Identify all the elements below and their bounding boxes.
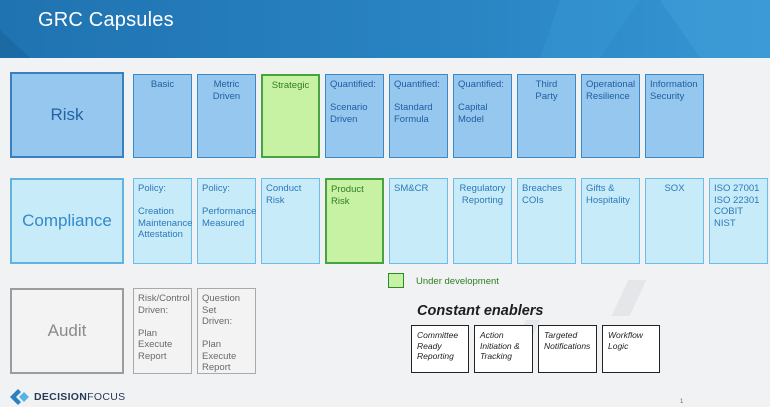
- risk-capsule-strategic: Strategic: [261, 74, 320, 158]
- enabler-committee-reporting: Committee Ready Reporting: [411, 325, 469, 373]
- compliance-capsule-gifts-hospitality: Gifts & Hospitality: [581, 178, 640, 264]
- compliance-capsule-policy-creation: Policy: Creation Maintenance Attestation: [133, 178, 192, 264]
- risk-capsule-metric-driven: Metric Driven: [197, 74, 256, 158]
- audit-capsule-question-set: Question Set Driven: Plan Execute Report: [197, 288, 256, 374]
- page-title: GRC Capsules: [38, 9, 174, 31]
- risk-capsule-operational-resilience: Operational Resilience: [581, 74, 640, 158]
- page-number: 1: [680, 399, 684, 405]
- header-decoration: [0, 0, 770, 58]
- compliance-capsule-regulatory-reporting: Regulatory Reporting: [453, 178, 512, 264]
- row-label-compliance: Compliance: [10, 178, 124, 264]
- row-label-audit: Audit: [10, 288, 124, 374]
- compliance-capsule-smcr: SM&CR: [389, 178, 448, 264]
- company-logo-text: DECISIONFOCUS: [34, 391, 125, 403]
- risk-capsule-capital-model: Quantified: Capital Model: [453, 74, 512, 158]
- legend-label: Under development: [416, 276, 499, 287]
- enabler-action-tracking: Action Initiation & Tracking: [474, 325, 533, 373]
- enablers-title: Constant enablers: [417, 303, 544, 319]
- decision-focus-logo-icon: [10, 389, 29, 405]
- compliance-capsule-policy-performance: Policy: Performance Measured: [197, 178, 256, 264]
- risk-capsule-information-security: Information Security: [645, 74, 704, 158]
- background-decoration: [611, 280, 647, 316]
- risk-capsule-third-party: Third Party: [517, 74, 576, 158]
- compliance-capsule-breaches-cois: Breaches COIs: [517, 178, 576, 264]
- compliance-capsule-conduct-risk: Conduct Risk: [261, 178, 320, 264]
- enabler-workflow-logic: Workflow Logic: [602, 325, 660, 373]
- header-banner: GRC Capsules: [0, 0, 770, 58]
- risk-capsule-scenario-driven: Quantified: Scenario Driven: [325, 74, 384, 158]
- enabler-targeted-notifications: Targeted Notifications: [538, 325, 597, 373]
- audit-capsule-risk-control: Risk/Control Driven: Plan Execute Report: [133, 288, 192, 374]
- logo-word-focus: FOCUS: [87, 391, 126, 403]
- compliance-capsule-product-risk: Product Risk: [325, 178, 384, 264]
- legend-swatch: [388, 273, 404, 288]
- risk-capsule-standard-formula: Quantified: Standard Formula: [389, 74, 448, 158]
- compliance-capsule-sox: SOX: [645, 178, 704, 264]
- risk-capsule-basic: Basic: [133, 74, 192, 158]
- logo-word-decision: DECISION: [34, 391, 88, 403]
- compliance-capsule-iso-standards: ISO 27001 ISO 22301 COBIT NIST: [709, 178, 768, 264]
- row-label-risk: Risk: [10, 72, 124, 158]
